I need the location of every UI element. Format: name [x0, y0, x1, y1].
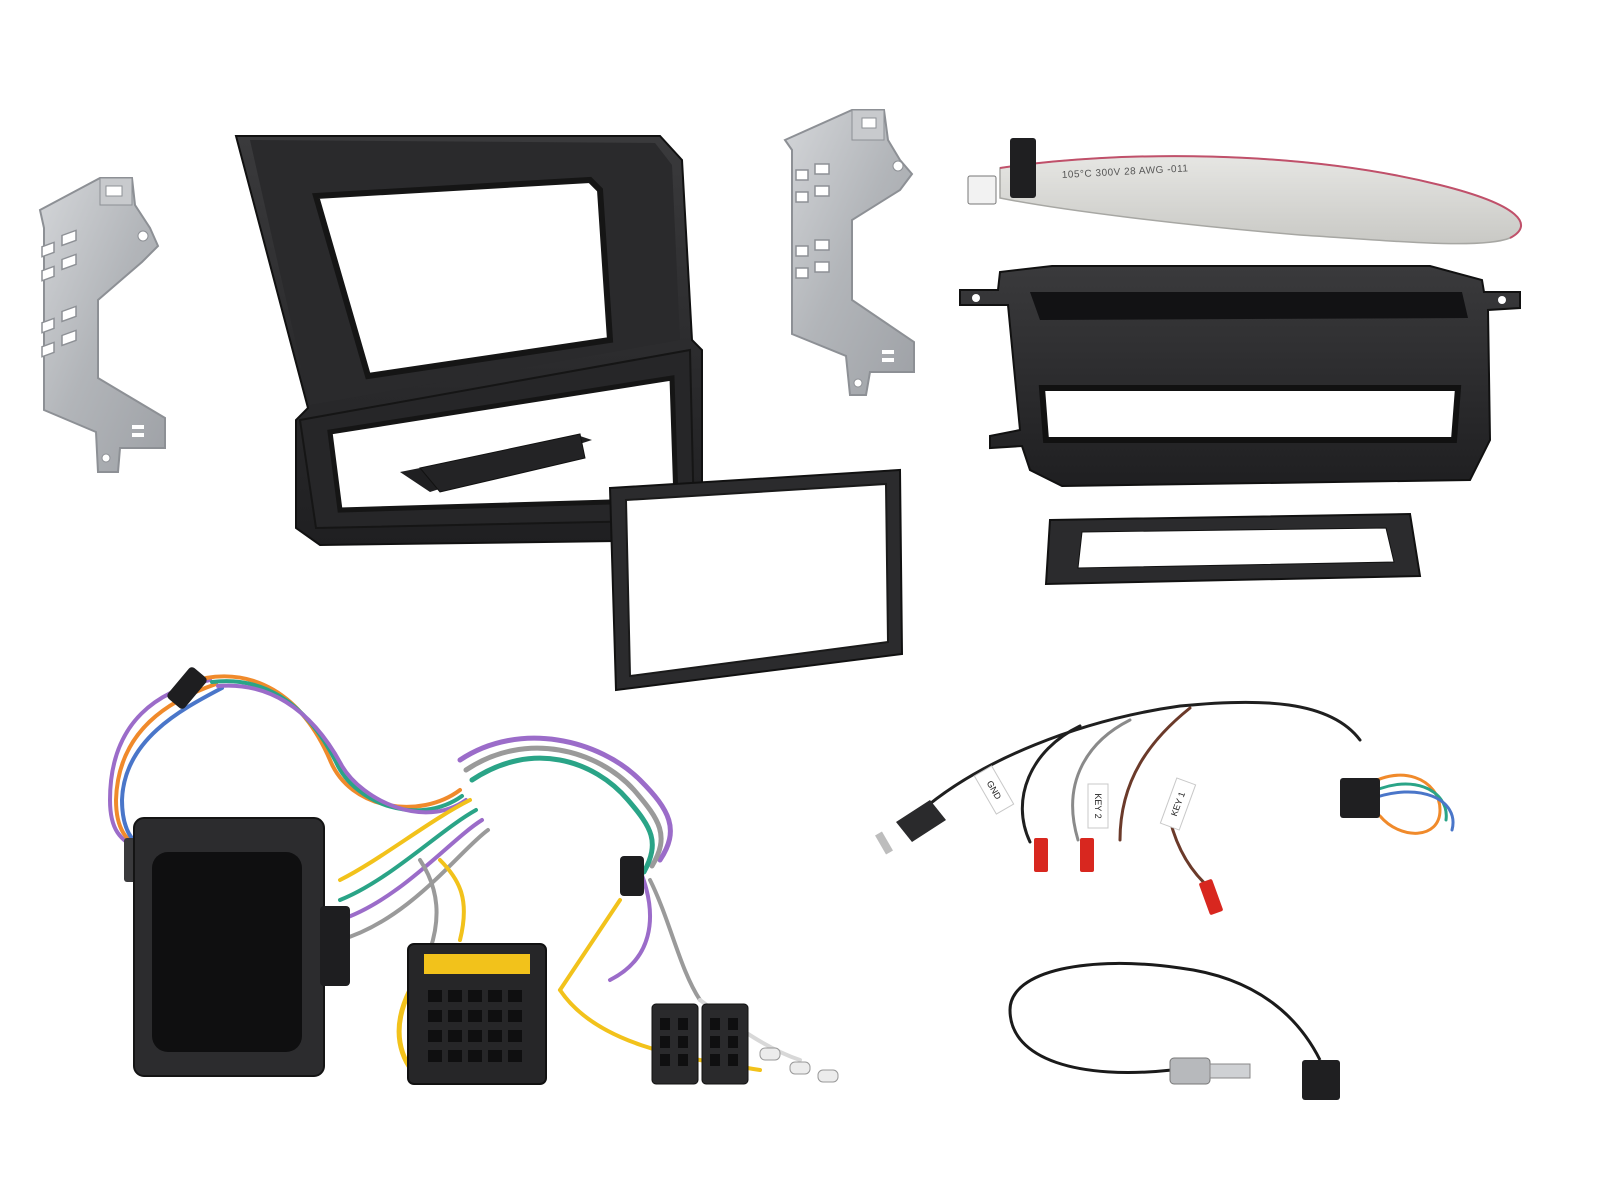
steering-lead-connectors	[875, 778, 1380, 915]
steering-interface-wiring	[107, 674, 802, 1083]
wire-sleeve	[620, 856, 644, 896]
aerial-adapter-lead	[1008, 962, 1340, 1100]
single-din-pocket	[959, 265, 1521, 488]
double-din-trim-frame	[608, 468, 904, 692]
left-mounting-bracket	[38, 177, 166, 473]
ribbon-plug	[967, 175, 997, 205]
iso-connectors	[651, 1003, 839, 1085]
interface-module-box	[124, 817, 350, 1077]
ribbon-connector	[1010, 138, 1036, 198]
tag-key-2: KEY 2	[1093, 793, 1103, 818]
wire-sleeve	[167, 667, 207, 709]
steering-control-lead	[918, 700, 1455, 892]
double-din-fascia-panel	[234, 135, 703, 547]
quadlock-connector	[407, 943, 547, 1085]
ribbon-cable: 105°C 300V 28 AWG -011	[967, 138, 1522, 245]
steering-lead-tags: GND KEY 2 KEY 1	[973, 765, 1197, 831]
right-mounting-bracket	[783, 109, 915, 396]
single-din-trim-frame	[1044, 512, 1422, 586]
